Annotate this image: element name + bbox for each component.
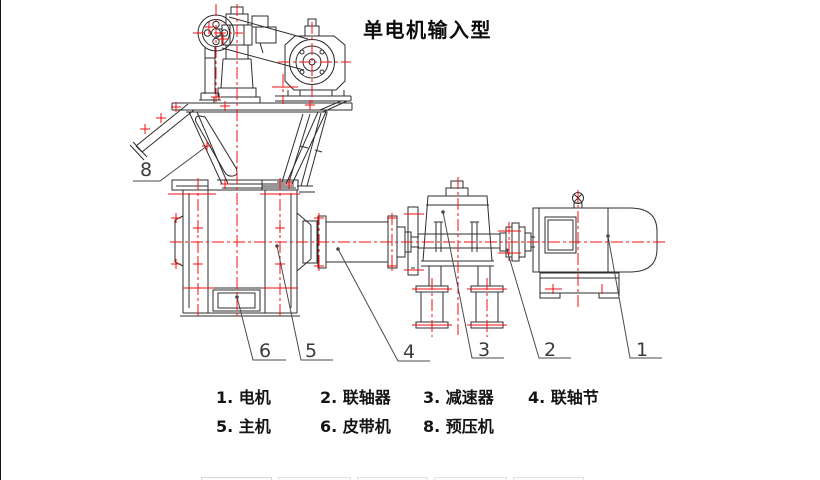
legend-item-coupling-joint: 4. 联轴节 <box>528 388 599 407</box>
drawing-title: 单电机输入型 <box>363 18 492 42</box>
motor <box>532 192 658 299</box>
hopper <box>186 111 328 193</box>
red-tick-marks <box>140 22 603 326</box>
part-label-1: 1 <box>636 339 649 361</box>
leader-2 <box>506 249 571 359</box>
leader-dots <box>235 210 610 299</box>
leader-lines <box>133 145 662 362</box>
top-drive-motor <box>284 18 346 97</box>
part-label-5: 5 <box>305 340 318 362</box>
leader-8 <box>133 145 208 182</box>
feed-chute <box>129 103 195 161</box>
part-label-3: 3 <box>478 339 491 361</box>
leader-1 <box>607 235 662 359</box>
leader-6 <box>236 296 286 361</box>
part-label-2: 2 <box>544 339 557 361</box>
thumbnail-5[interactable] <box>513 477 584 480</box>
legend-item-main-machine: 5. 主机 <box>216 417 271 436</box>
legend-item-belt-machine: 6. 皮带机 <box>320 417 391 436</box>
thumbnail-2[interactable] <box>278 477 351 480</box>
legend-item-reducer: 3. 减速器 <box>423 388 494 407</box>
thumbnail-4[interactable] <box>434 477 507 480</box>
part-label-6: 6 <box>259 340 272 362</box>
red-centerlines <box>140 4 666 337</box>
platform <box>171 95 353 113</box>
thumbnail-3[interactable] <box>357 477 428 480</box>
main-machine <box>171 179 312 317</box>
leader-3 <box>442 211 504 359</box>
part-label-4: 4 <box>403 341 416 363</box>
thumbnail-1[interactable] <box>201 477 272 480</box>
reducer <box>407 180 504 329</box>
leader-4 <box>337 248 430 362</box>
tensioner-bracket <box>251 15 277 54</box>
part-label-8: 8 <box>140 159 153 181</box>
left-border-line <box>0 0 1 480</box>
legend-item-coupling: 2. 联轴器 <box>320 388 391 407</box>
v-belt <box>221 16 309 71</box>
legend-item-pre-press: 8. 预压机 <box>423 417 494 436</box>
leader-5 <box>276 245 333 361</box>
legend-item-motor: 1. 电机 <box>216 388 271 407</box>
